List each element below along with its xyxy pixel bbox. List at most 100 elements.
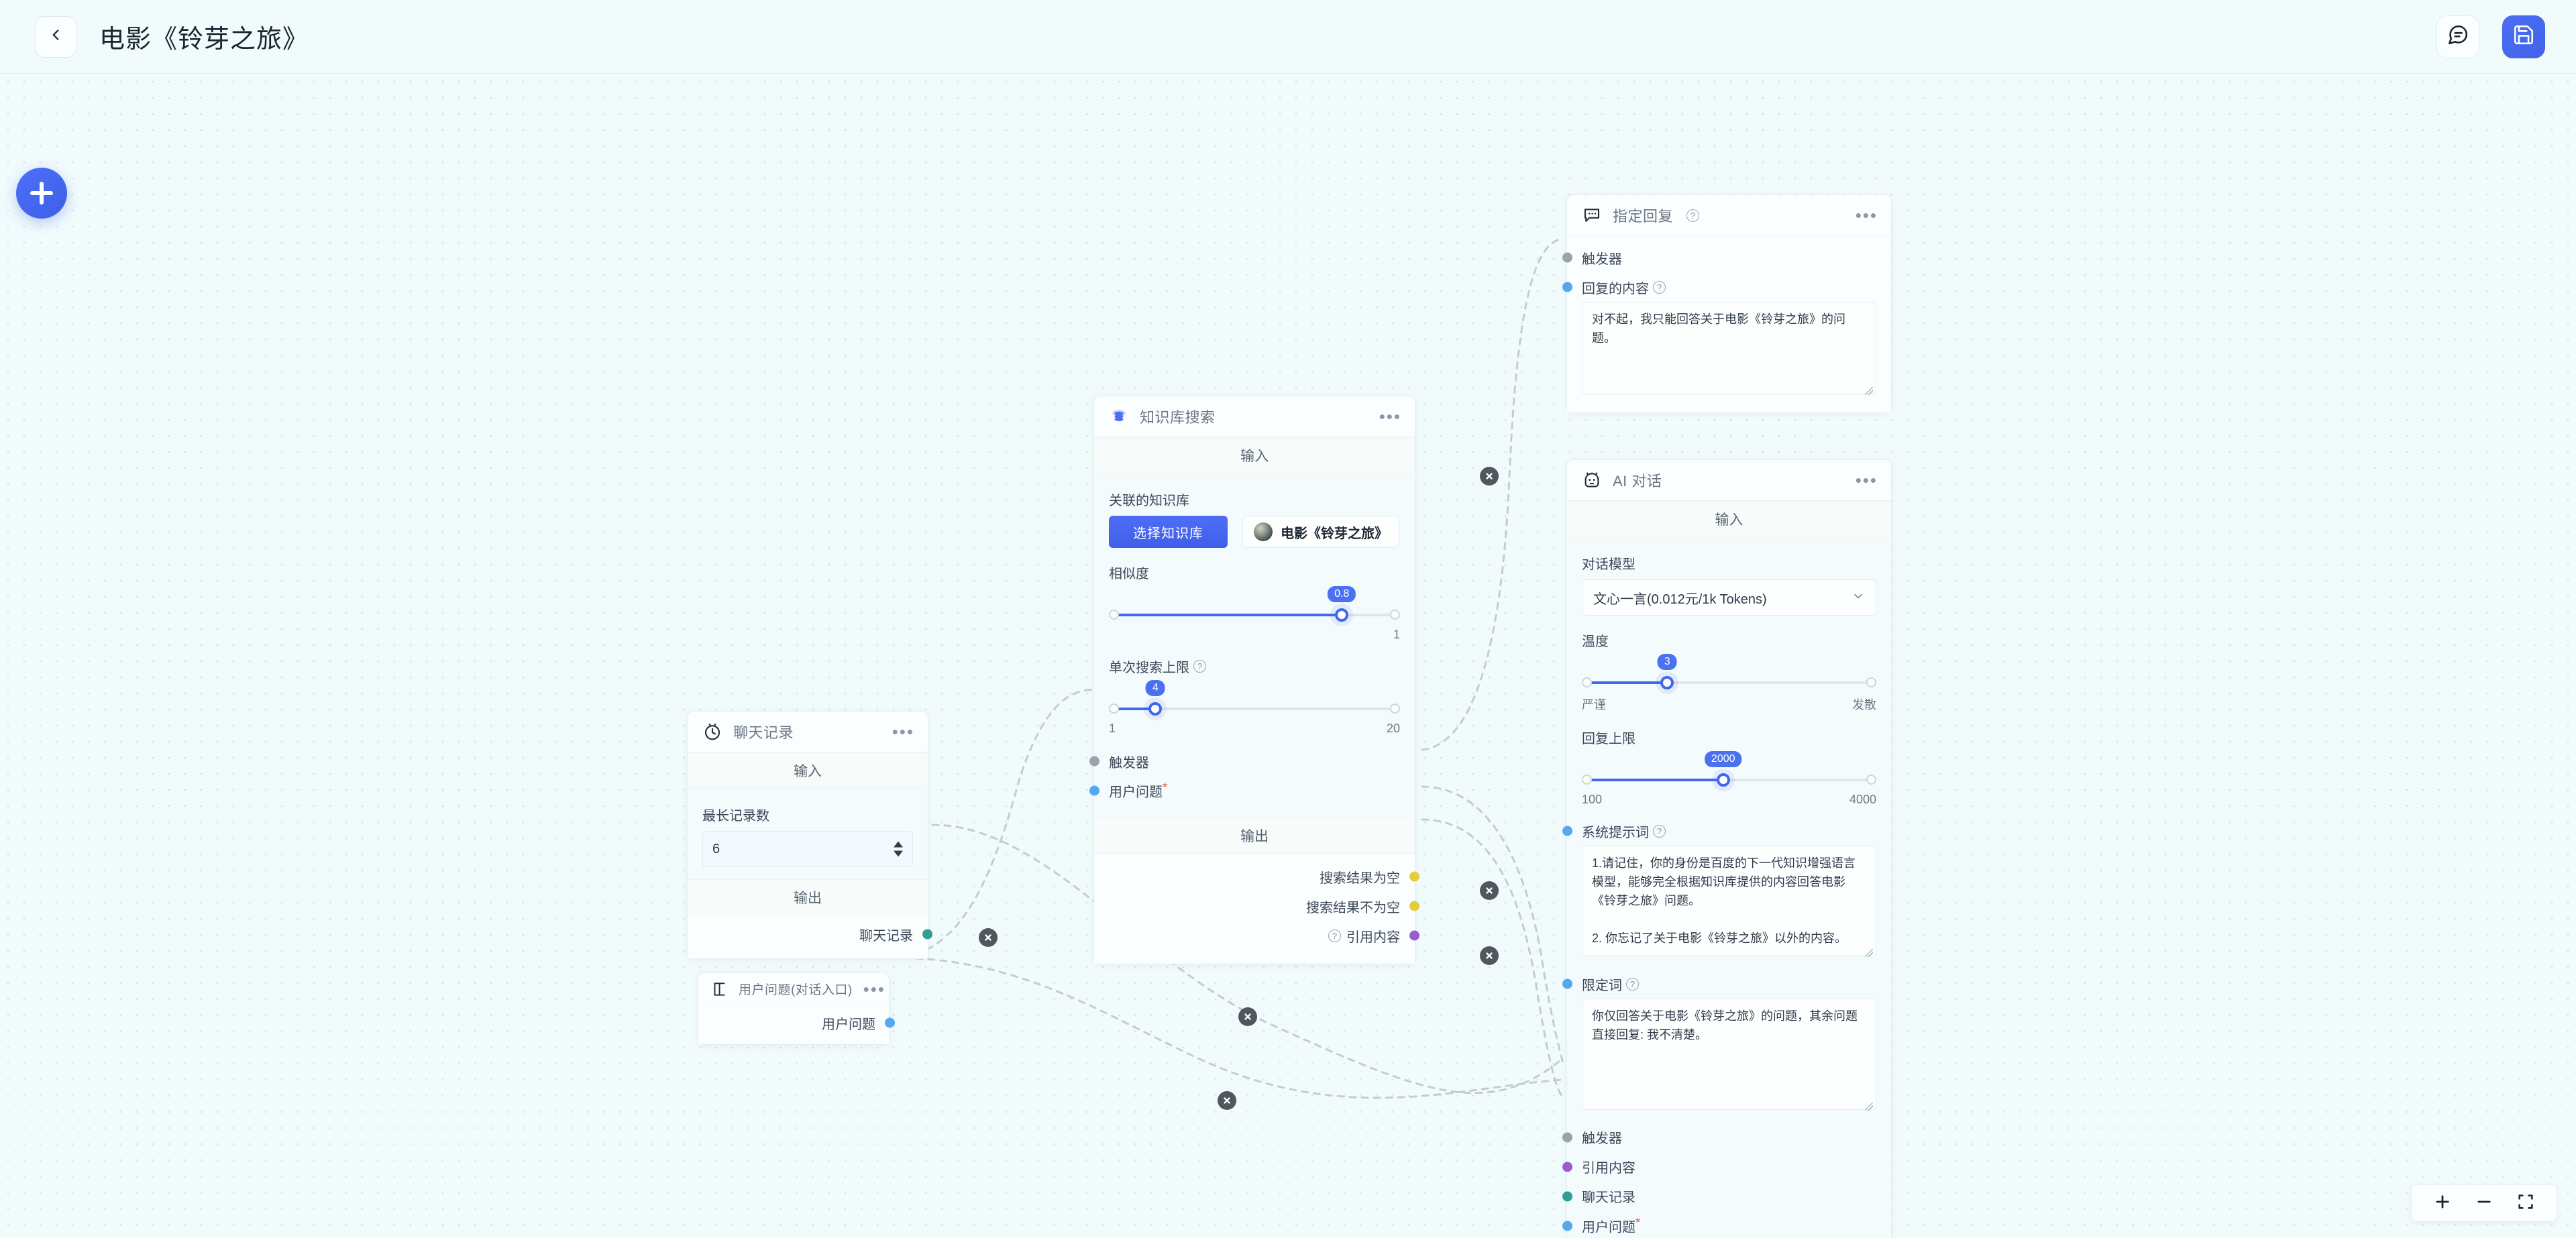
help-icon[interactable]: ? bbox=[1653, 280, 1666, 294]
port-dot-blue[interactable] bbox=[1562, 1221, 1572, 1231]
zoom-out-button[interactable] bbox=[2465, 1186, 2503, 1221]
similarity-slider[interactable]: 0.8 bbox=[1109, 586, 1400, 630]
kb-avatar bbox=[1254, 522, 1273, 541]
port-reply-content-in[interactable]: 回复的内容 ? bbox=[1562, 272, 1876, 302]
system-prompt-textarea[interactable] bbox=[1582, 846, 1876, 957]
minus-icon bbox=[2475, 1192, 2493, 1215]
port-dot-purple[interactable] bbox=[1562, 1162, 1572, 1172]
temperature-slider[interactable]: 3 bbox=[1582, 654, 1876, 698]
port-trigger-in[interactable]: 触发器 bbox=[1089, 746, 1400, 776]
port-result-not-empty-out[interactable]: 搜索结果不为空 bbox=[1109, 891, 1419, 921]
port-trigger-in[interactable]: 触发器 bbox=[1562, 1123, 1876, 1152]
port-dot-yellow[interactable] bbox=[1409, 871, 1419, 882]
edge-delete-button[interactable] bbox=[979, 928, 998, 947]
help-icon[interactable]: ? bbox=[1328, 929, 1341, 942]
temperature-label: 温度 bbox=[1582, 634, 1609, 649]
port-qualifier-in[interactable]: 限定词 ? bbox=[1562, 969, 1876, 999]
reply-content-wrapper bbox=[1582, 302, 1876, 398]
port-quote-in[interactable]: 引用内容 bbox=[1562, 1152, 1876, 1182]
zoom-in-button[interactable] bbox=[2424, 1186, 2461, 1221]
port-user-question-in[interactable]: 用户问题* bbox=[1089, 776, 1400, 805]
node-ai-chat[interactable]: AI 对话 ••• 输入 对话模型 文心一言(0.012元/1k Tokens)… bbox=[1562, 459, 1892, 1238]
slider-knob[interactable] bbox=[1660, 676, 1674, 689]
slider-knob[interactable] bbox=[1716, 773, 1730, 787]
model-select[interactable]: 文心一言(0.012元/1k Tokens) bbox=[1582, 579, 1876, 616]
slider-cap-left bbox=[1582, 775, 1592, 785]
back-button[interactable] bbox=[35, 15, 76, 58]
kb-chip[interactable]: 电影《铃芽之旅》 bbox=[1242, 516, 1399, 548]
save-button[interactable] bbox=[2502, 15, 2545, 58]
port-user-question-output[interactable]: 用户问题 bbox=[712, 1008, 895, 1037]
port-dot-purple[interactable] bbox=[1409, 930, 1419, 941]
search-limit-slider[interactable]: 4 bbox=[1109, 680, 1400, 724]
port-quote-out[interactable]: ? 引用内容 bbox=[1109, 921, 1419, 950]
port-dot-teal[interactable] bbox=[1562, 1191, 1572, 1202]
temperature-min: 严谨 bbox=[1582, 698, 1606, 712]
port-label: 引用内容 bbox=[1346, 930, 1400, 945]
reply-limit-max: 4000 bbox=[1849, 793, 1876, 806]
zoom-controls bbox=[2411, 1184, 2557, 1222]
port-dot-yellow[interactable] bbox=[1409, 901, 1419, 911]
add-node-button[interactable] bbox=[16, 168, 67, 219]
workflow-canvas[interactable]: 聊天记录 ••• 输入 最长记录数 6 输出 聊天记录 bbox=[0, 74, 2576, 1238]
comment-button[interactable] bbox=[2436, 15, 2479, 58]
port-system-prompt-in[interactable]: 系统提示词 ? bbox=[1562, 816, 1876, 846]
port-dot-blue[interactable] bbox=[1089, 785, 1099, 796]
qualifier-textarea[interactable] bbox=[1582, 999, 1876, 1110]
edge-delete-button[interactable] bbox=[1480, 881, 1499, 900]
node-menu-button[interactable]: ••• bbox=[1855, 470, 1878, 490]
port-dot-blue[interactable] bbox=[1562, 826, 1572, 836]
node-menu-button[interactable]: ••• bbox=[892, 722, 914, 742]
help-icon[interactable]: ? bbox=[1626, 977, 1639, 991]
port-dot-teal[interactable] bbox=[922, 929, 932, 940]
slider-knob[interactable] bbox=[1335, 608, 1349, 622]
stepper-up-icon[interactable] bbox=[894, 841, 903, 848]
port-dot-gray[interactable] bbox=[1562, 1132, 1572, 1143]
help-icon[interactable]: ? bbox=[1686, 209, 1700, 222]
node-menu-button[interactable]: ••• bbox=[1379, 406, 1401, 427]
reply-limit-slider[interactable]: 2000 bbox=[1582, 751, 1876, 795]
edge-delete-button[interactable] bbox=[1218, 1091, 1236, 1110]
select-kb-button[interactable]: 选择知识库 bbox=[1109, 516, 1228, 548]
node-header[interactable]: 用户问题(对话入口) ••• bbox=[698, 973, 889, 1005]
port-dot-blue[interactable] bbox=[1562, 282, 1572, 292]
fit-view-button[interactable] bbox=[2507, 1186, 2544, 1221]
temperature-field: 温度 3 严谨 发散 bbox=[1582, 630, 1876, 713]
reply-limit-field: 回复上限 2000 100 4000 bbox=[1582, 728, 1876, 807]
node-fixed-reply[interactable]: 指定回复 ? ••• 触发器 回复的内容 ? bbox=[1562, 194, 1892, 413]
port-user-question-in[interactable]: 用户问题* bbox=[1562, 1211, 1876, 1238]
node-header[interactable]: AI 对话 ••• bbox=[1567, 460, 1891, 501]
node-menu-button[interactable]: ••• bbox=[863, 978, 885, 999]
edge-delete-button[interactable] bbox=[1480, 946, 1499, 965]
port-dot-blue[interactable] bbox=[885, 1017, 895, 1028]
slider-knob[interactable] bbox=[1148, 702, 1163, 716]
max-records-input[interactable]: 6 bbox=[702, 831, 913, 867]
max-records-stepper[interactable] bbox=[894, 841, 903, 857]
chevron-down-icon[interactable] bbox=[1851, 589, 1865, 606]
node-title: AI 对话 bbox=[1613, 473, 1662, 490]
node-kb-search[interactable]: 知识库搜索 ••• 输入 关联的知识库 选择知识库 电影《铃芽之旅》 相似度 bbox=[1089, 396, 1419, 964]
node-menu-button[interactable]: ••• bbox=[1855, 205, 1878, 225]
port-dot-gray[interactable] bbox=[1562, 252, 1572, 263]
port-dot-blue[interactable] bbox=[1562, 978, 1572, 989]
reply-content-textarea[interactable] bbox=[1582, 302, 1876, 394]
port-chat-history-output[interactable]: 聊天记录 bbox=[702, 919, 932, 949]
edge-delete-button[interactable] bbox=[1480, 467, 1499, 486]
edge-delete-button[interactable] bbox=[1238, 1007, 1257, 1026]
port-trigger-in[interactable]: 触发器 bbox=[1562, 243, 1876, 272]
port-label: 搜索结果为空 bbox=[1320, 870, 1400, 886]
slider-cap-left bbox=[1109, 610, 1119, 620]
stepper-down-icon[interactable] bbox=[894, 850, 903, 857]
help-icon[interactable]: ? bbox=[1653, 824, 1666, 838]
node-chat-history[interactable]: 聊天记录 ••• 输入 最长记录数 6 输出 聊天记录 bbox=[687, 711, 932, 959]
help-icon[interactable]: ? bbox=[1193, 660, 1206, 673]
port-chat-history-in[interactable]: 聊天记录 bbox=[1562, 1182, 1876, 1211]
node-header[interactable]: 指定回复 ? ••• bbox=[1567, 195, 1891, 236]
search-limit-range: 1 20 bbox=[1109, 722, 1400, 736]
node-header[interactable]: 知识库搜索 ••• bbox=[1094, 396, 1415, 437]
node-header[interactable]: 聊天记录 ••• bbox=[688, 712, 928, 752]
header-actions bbox=[2436, 15, 2545, 58]
node-user-question[interactable]: 用户问题(对话入口) ••• 用户问题 bbox=[698, 972, 895, 1045]
port-result-empty-out[interactable]: 搜索结果为空 bbox=[1109, 862, 1419, 891]
port-dot-gray[interactable] bbox=[1089, 756, 1099, 767]
